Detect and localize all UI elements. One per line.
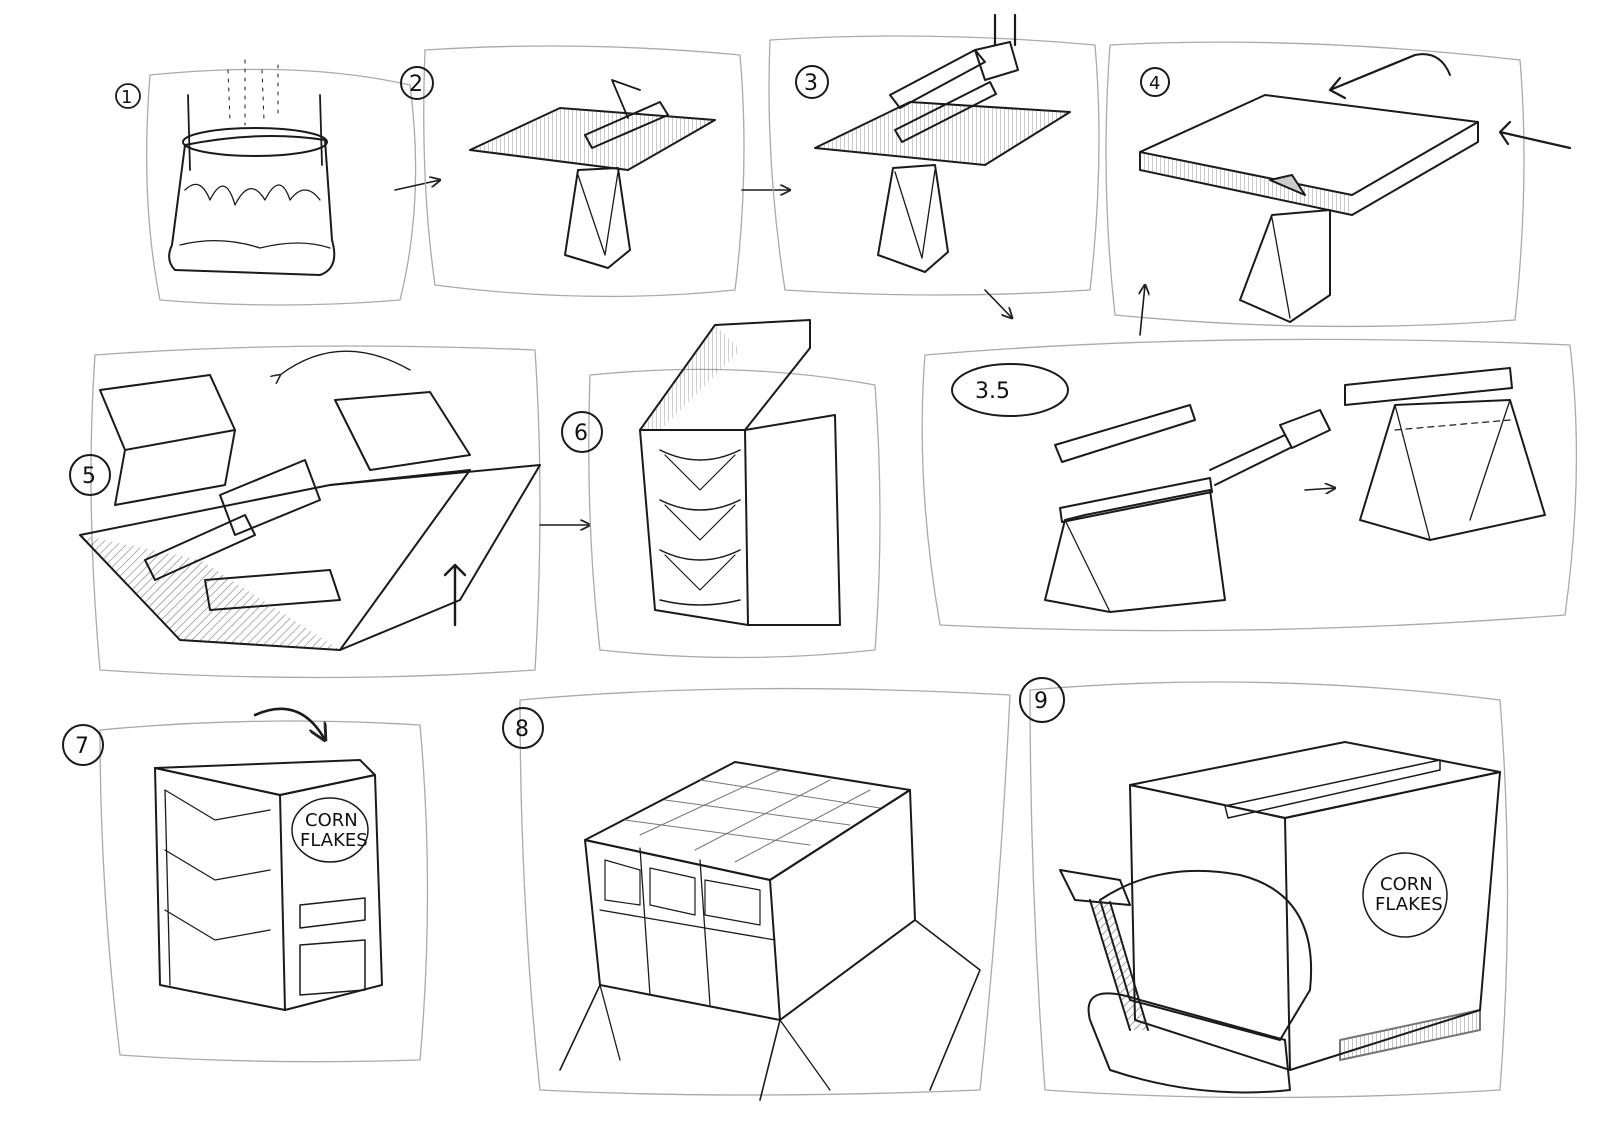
step-3-bag <box>877 164 949 273</box>
step-8-pallet-flaps <box>559 919 981 1101</box>
step-3-actuator <box>974 41 1019 81</box>
step-2-bag <box>564 167 631 269</box>
step-3-5-bag-sealed <box>1359 399 1546 541</box>
step-5-bag-d <box>144 514 256 581</box>
step-3-5-panel: 3.5 <box>921 338 1578 632</box>
step-9-handle <box>1059 869 1131 906</box>
step-7-label: 7 <box>75 734 89 759</box>
step-8-frame <box>519 687 1011 1096</box>
step-6-panel: 6 <box>561 319 881 659</box>
step-9-tape <box>1224 759 1441 819</box>
step-7-lid-arrow <box>253 707 325 740</box>
step-4-frame <box>1105 41 1525 328</box>
step-3-5-marker <box>951 363 1069 417</box>
step-7-carton-top <box>154 759 376 796</box>
step-9-cart-dome <box>1099 869 1313 1041</box>
step-9-logo-line2: FLAKES <box>1375 894 1443 915</box>
step-7-carton-front <box>154 767 286 1011</box>
step-1-marker <box>115 83 141 109</box>
step-5-bag-a <box>99 374 236 451</box>
step-9-logo-line1: CORN <box>1380 874 1433 895</box>
step-4-arrow-side <box>1498 120 1572 150</box>
step-5-label: 5 <box>82 464 96 489</box>
step-3-label: 3 <box>804 71 818 96</box>
step-8-front <box>584 839 781 1021</box>
step-3-press <box>889 49 986 109</box>
step-8-panel: 8 <box>502 687 1011 1101</box>
step-9-logo <box>1362 852 1448 938</box>
step-4-arrow-top <box>1328 53 1417 100</box>
step-5-lift-arrow <box>443 563 467 627</box>
step-6-label: 6 <box>574 421 588 446</box>
step-9-cart-body <box>1087 992 1291 1094</box>
step-1-label: 1 <box>121 87 132 108</box>
step-5-panel: 5 <box>69 345 590 679</box>
step-5-frame <box>90 345 541 679</box>
step-6-bag-stack <box>659 449 741 606</box>
step-3-marker <box>795 65 829 99</box>
step-1-bag <box>168 135 336 276</box>
step-3-5-bag <box>1044 489 1226 613</box>
step-1-contents <box>184 183 321 206</box>
step-3-frame <box>768 35 1100 296</box>
step-1-panel: 1 <box>115 59 440 306</box>
step-3-panel: 3 <box>768 13 1100 318</box>
step-7-logo <box>291 797 369 863</box>
step-3-5-label: 3.5 <box>975 379 1010 404</box>
step-7-logo-line1: CORN <box>305 810 358 831</box>
step-8-marker <box>502 707 544 749</box>
step-6-frame <box>588 368 881 659</box>
step-1-frame <box>146 68 417 306</box>
step-5-bag-b <box>334 391 471 471</box>
step-8-side <box>769 789 916 1021</box>
step-4-panel: 4 <box>1105 41 1572 336</box>
step-5-flap-right <box>329 464 541 651</box>
step-3-5-frame <box>921 338 1578 632</box>
step-3-5-arm <box>1209 434 1291 486</box>
step-6-marker <box>561 411 603 453</box>
step-6-carton-side <box>744 414 841 626</box>
step-7-logo-line2: FLAKES <box>300 830 368 851</box>
step-3-5-clip <box>1054 404 1196 463</box>
step-7-carton-side <box>279 774 383 1011</box>
step-7-handle-slot <box>299 897 366 929</box>
step-9-pallet-top <box>1129 741 1501 819</box>
step-5-bag-e <box>204 569 341 611</box>
step-9-label: 9 <box>1034 689 1048 714</box>
step-7-panel: 7 CORN FLAKES <box>62 707 429 1063</box>
step-1-bag-opening <box>182 127 328 157</box>
step-5-base <box>79 469 471 651</box>
step-8-label: 8 <box>515 717 529 742</box>
step-9-pallet-front <box>1129 784 1291 1071</box>
step-2-sealer <box>584 101 669 149</box>
step-4-label: 4 <box>1149 73 1160 94</box>
step-4-bag <box>1239 209 1331 323</box>
step-2-label: 2 <box>409 72 423 97</box>
step-9-marker <box>1019 677 1065 723</box>
step-2-frame <box>423 45 745 298</box>
step-5-marker <box>69 454 111 496</box>
step-9-panel: 9 CORN FLAKES <box>1019 677 1509 1099</box>
step-2-panel: 2 <box>400 45 790 298</box>
step-9-frame <box>1029 681 1509 1099</box>
step-4-marker <box>1140 67 1170 97</box>
step-7-marker <box>62 724 104 766</box>
step-2-marker <box>400 66 434 100</box>
